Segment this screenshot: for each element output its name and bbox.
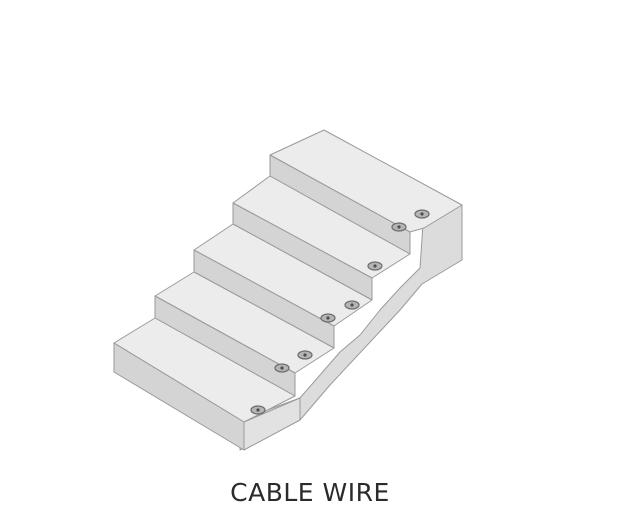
stair-cable-illustration — [113, 50, 463, 451]
step-1-end-face — [243, 397, 301, 451]
cable-wires — [256, 50, 424, 408]
cable-anchor-centers — [256, 212, 424, 412]
figure-caption: CABLE WIRE — [230, 478, 390, 507]
stair-body — [113, 129, 463, 451]
